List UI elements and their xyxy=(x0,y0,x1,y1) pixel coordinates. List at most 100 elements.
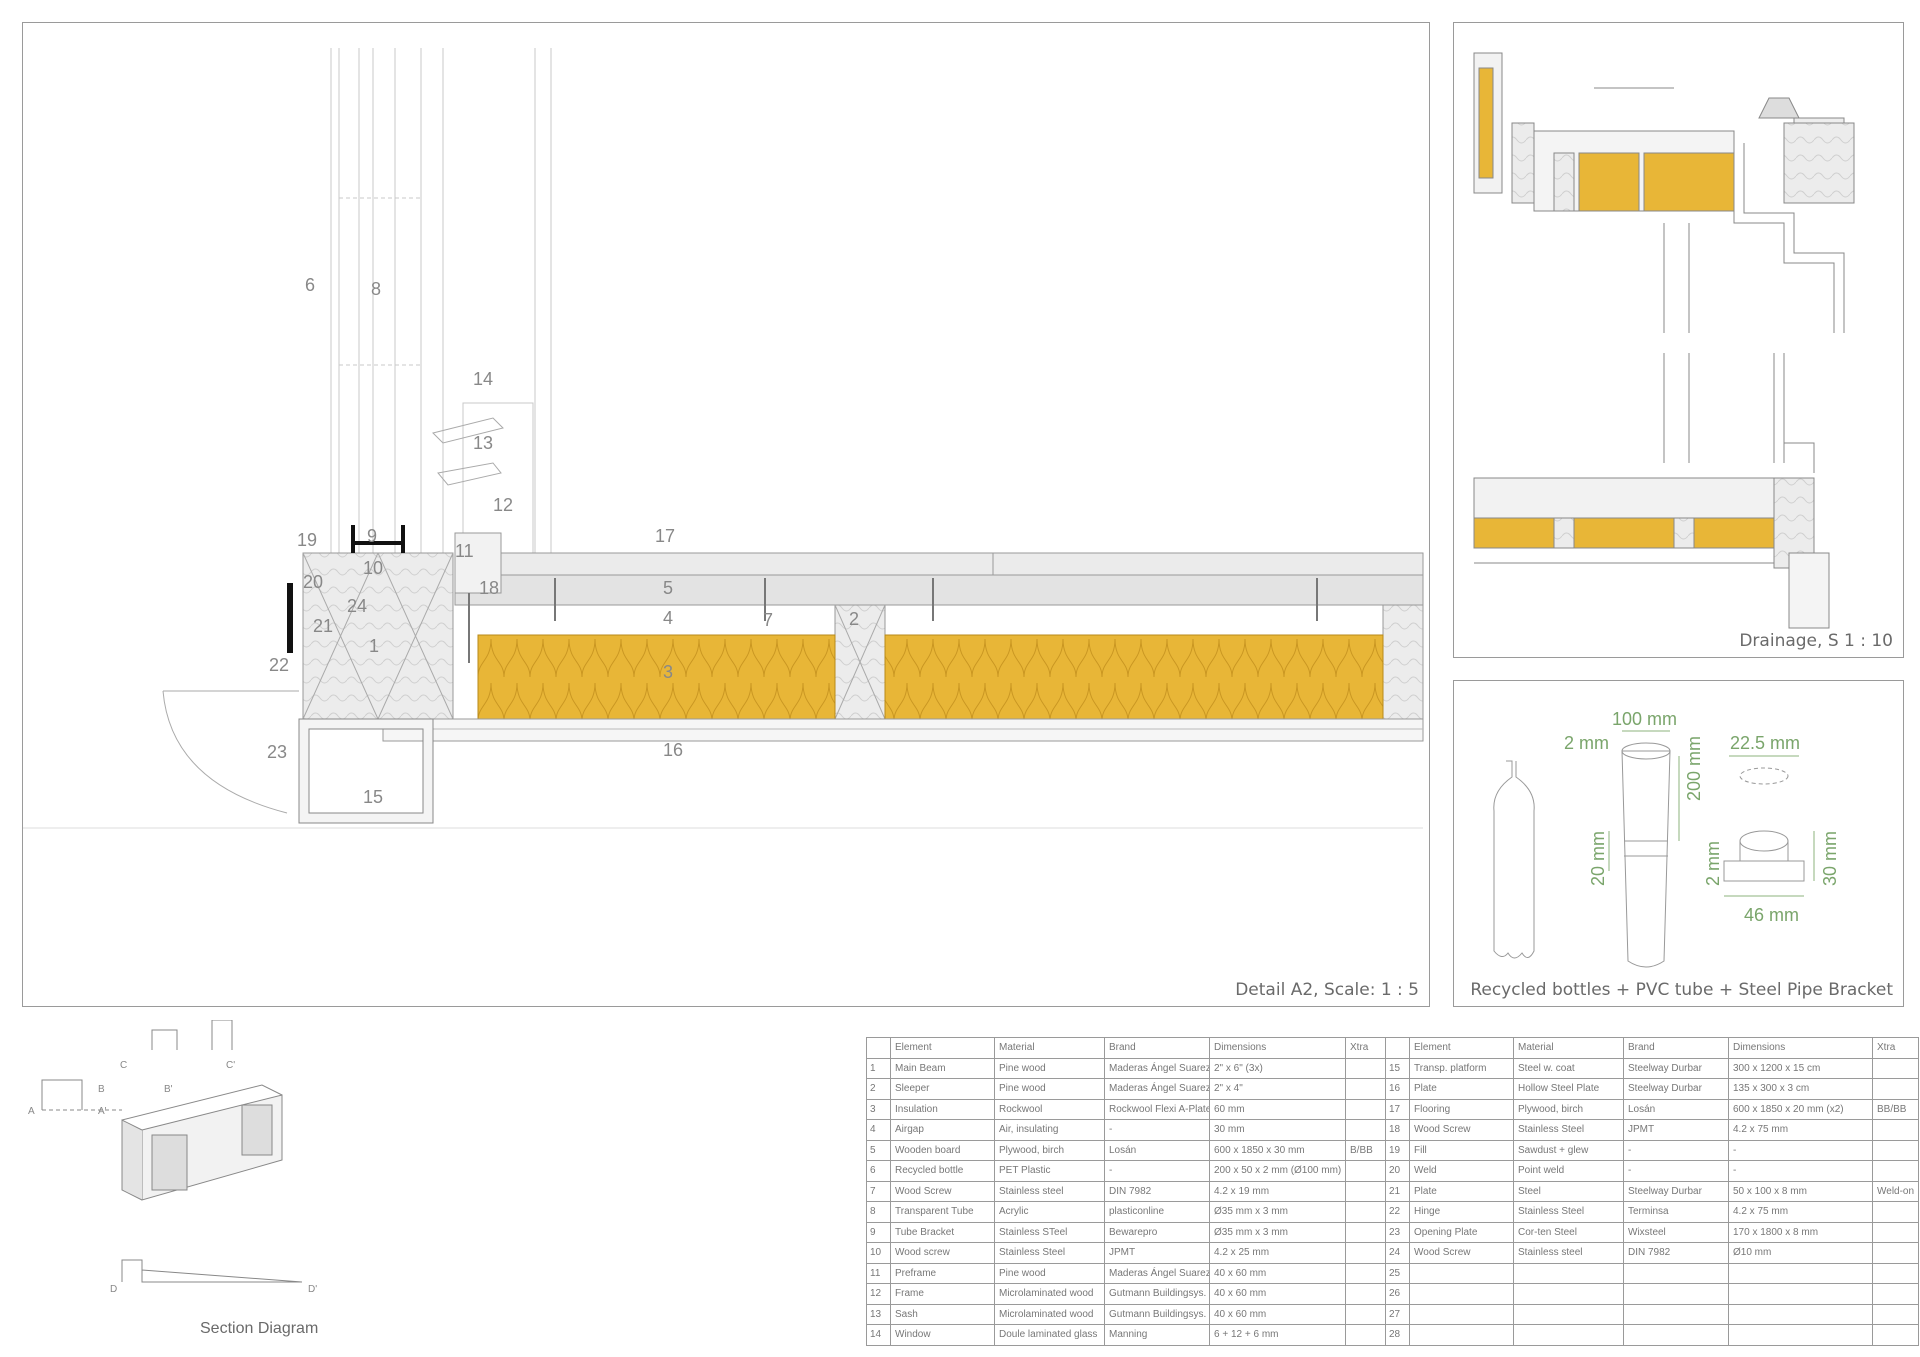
label-18: 18 xyxy=(479,578,499,598)
table-cell: Steel w. coat xyxy=(1513,1057,1624,1079)
table-cell: PET Plastic xyxy=(994,1160,1105,1182)
table-cell: 4 xyxy=(866,1119,891,1141)
table-cell xyxy=(1872,1119,1919,1141)
table-cell: Insulation xyxy=(890,1098,995,1120)
table-cell: Air, insulating xyxy=(994,1119,1105,1141)
table-cell: Plywood, birch xyxy=(994,1139,1105,1161)
table-cell: - xyxy=(1728,1139,1873,1161)
table-cell: 2 xyxy=(866,1078,891,1100)
table-cell: Pine wood xyxy=(994,1078,1105,1100)
table-cell: 600 x 1850 x 20 mm (x2) xyxy=(1728,1098,1873,1120)
table-cell xyxy=(1872,1078,1919,1100)
table-cell: Wooden board xyxy=(890,1139,995,1161)
table-cell: Wood Screw xyxy=(890,1180,995,1202)
table-cell: Tube Bracket xyxy=(890,1221,995,1243)
table-cell xyxy=(1872,1324,1919,1346)
table-cell: Acrylic xyxy=(994,1201,1105,1223)
table-cell: Airgap xyxy=(890,1119,995,1141)
table-cell: Brand xyxy=(1623,1037,1729,1059)
label-21: 21 xyxy=(313,616,333,636)
label-11: 11 xyxy=(455,541,474,561)
drainage-caption: Drainage, S 1 : 10 xyxy=(1739,631,1893,651)
label-4: 4 xyxy=(663,608,673,628)
table-cell xyxy=(1345,1262,1386,1284)
table-cell xyxy=(1728,1283,1873,1305)
table-cell: JPMT xyxy=(1104,1242,1210,1264)
flooring-board xyxy=(454,552,1424,576)
table-cell xyxy=(1728,1324,1873,1346)
table-cell: 2" x 4" xyxy=(1209,1078,1346,1100)
label-5: 5 xyxy=(663,578,673,598)
table-cell: Ø10 mm xyxy=(1728,1242,1873,1264)
table-cell xyxy=(1409,1324,1514,1346)
steel-platform xyxy=(298,718,434,824)
label-14: 14 xyxy=(473,369,493,389)
table-cell: Maderas Ángel Suarez xyxy=(1104,1057,1210,1079)
dim-30mm: 30 mm xyxy=(1820,831,1840,886)
section-caption: Section Diagram xyxy=(200,1320,319,1337)
table-cell: 11 xyxy=(866,1262,891,1284)
table-cell: Transparent Tube xyxy=(890,1201,995,1223)
table-cell: Hinge xyxy=(1409,1201,1514,1223)
label-7: 7 xyxy=(763,610,773,630)
table-cell: 5 xyxy=(866,1139,891,1161)
table-cell: Stainless Steel xyxy=(994,1242,1105,1264)
table-cell xyxy=(1513,1303,1624,1325)
table-cell: Gutmann Buildingsys. xyxy=(1104,1283,1210,1305)
tube-bracket xyxy=(351,525,405,553)
table-cell: Plate xyxy=(1409,1180,1514,1202)
dim-46mm: 46 mm xyxy=(1744,905,1799,925)
table-cell: 28 xyxy=(1385,1324,1410,1346)
table-cell: 1 xyxy=(866,1057,891,1079)
table-cell xyxy=(1385,1037,1410,1059)
label-19: 19 xyxy=(297,530,317,550)
table-cell: 10 xyxy=(866,1242,891,1264)
table-cell: 600 x 1850 x 30 mm xyxy=(1209,1139,1346,1161)
bottles-panel: 100 mm 2 mm 200 mm 20 mm 22.5 mm 2 mm 30… xyxy=(1453,680,1904,1007)
table-cell xyxy=(1872,1221,1919,1243)
table-cell xyxy=(1345,1201,1386,1223)
section-A: A xyxy=(28,1106,35,1117)
table-cell: 6 xyxy=(866,1160,891,1182)
table-cell xyxy=(1623,1324,1729,1346)
table-cell xyxy=(1345,1078,1386,1100)
table-cell xyxy=(1345,1303,1386,1325)
table-cell: Ø35 mm x 3 mm xyxy=(1209,1201,1346,1223)
table-cell: 15 xyxy=(1385,1057,1410,1079)
table-cell: Weld xyxy=(1409,1160,1514,1182)
table-cell: Window xyxy=(890,1324,995,1346)
label-15: 15 xyxy=(363,787,383,807)
label-12: 12 xyxy=(493,495,513,515)
drainage-panel: Drainage, S 1 : 10 xyxy=(1453,22,1904,658)
label-3: 3 xyxy=(663,662,673,682)
table-cell: Sawdust + glew xyxy=(1513,1139,1624,1161)
table-cell xyxy=(1409,1303,1514,1325)
section-C-prime: C' xyxy=(226,1060,235,1071)
table-cell: 30 mm xyxy=(1209,1119,1346,1141)
table-cell: 22 xyxy=(1385,1201,1410,1223)
table-cell: 9 xyxy=(866,1221,891,1243)
table-cell xyxy=(1872,1139,1919,1161)
detail-panel: 6 8 14 13 12 17 19 9 11 10 20 18 5 24 4 … xyxy=(22,22,1430,1007)
table-cell: Microlaminated wood xyxy=(994,1283,1105,1305)
label-2: 2 xyxy=(849,609,859,629)
table-cell: Pine wood xyxy=(994,1262,1105,1284)
table-cell: Stainless steel xyxy=(1513,1242,1624,1264)
table-cell xyxy=(1872,1160,1919,1182)
table-cell: Material xyxy=(1513,1037,1624,1059)
table-cell: Losán xyxy=(1104,1139,1210,1161)
table-cell xyxy=(1623,1262,1729,1284)
table-cell: Steelway Durbar xyxy=(1623,1078,1729,1100)
table-cell xyxy=(1872,1283,1919,1305)
table-cell: - xyxy=(1104,1160,1210,1182)
table-cell: Opening Plate xyxy=(1409,1221,1514,1243)
table-cell: Recycled bottle xyxy=(890,1160,995,1182)
detail-drawing: 6 8 14 13 12 17 19 9 11 10 20 18 5 24 4 … xyxy=(23,48,1424,829)
table-cell: Sash xyxy=(890,1303,995,1325)
